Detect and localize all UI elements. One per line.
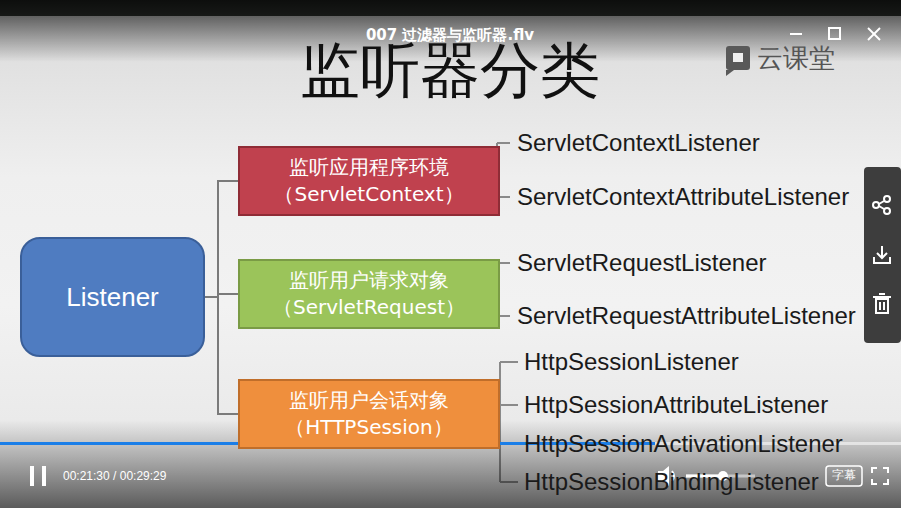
listener-name: ServletContextAttributeListener — [517, 183, 849, 211]
listener-name: ServletRequestListener — [517, 249, 766, 277]
slide-title: 监听器分类 — [300, 36, 600, 105]
box-text: Listener — [66, 282, 159, 313]
side-panel — [864, 167, 901, 343]
category-box: 监听用户请求对象 （ServletRequest） — [238, 259, 500, 329]
subtitle-button — [826, 466, 862, 486]
box-text: 监听应用程序环境 （ServletContext） — [240, 154, 498, 208]
box-text: 监听用户会话对象 （HTTPSession） — [240, 387, 498, 441]
listener-name: ServletContextListener — [517, 129, 760, 157]
time-display: 00:21:30 / 00:29:29 — [63, 470, 166, 484]
root-box: Listener — [20, 237, 205, 357]
logo-icon — [726, 46, 750, 76]
listener-name: HttpSessionListener — [524, 348, 739, 376]
box-text: 监听用户请求对象 （ServletRequest） — [240, 267, 498, 321]
subtitle-label: 字幕 — [832, 469, 856, 483]
listener-name: HttpSessionAttributeListener — [524, 391, 828, 419]
logo-text: 云课堂 — [757, 44, 835, 74]
window-title: 007 过滤器与监听器.flv — [366, 27, 534, 44]
category-box: 监听应用程序环境 （ServletContext） — [238, 146, 500, 216]
listener-name: HttpSessionActivationListener — [524, 430, 843, 458]
category-box: 监听用户会话对象 （HTTPSession） — [238, 379, 500, 449]
listener-name: HttpSessionBindingListener — [524, 468, 819, 496]
bracket-connector — [205, 297, 238, 414]
pause-icon — [30, 466, 46, 486]
bracket-connector — [205, 181, 238, 297]
listener-name: ServletRequestAttributeListener — [517, 302, 856, 330]
window-controls — [790, 28, 880, 40]
fullscreen-icon — [872, 468, 888, 484]
